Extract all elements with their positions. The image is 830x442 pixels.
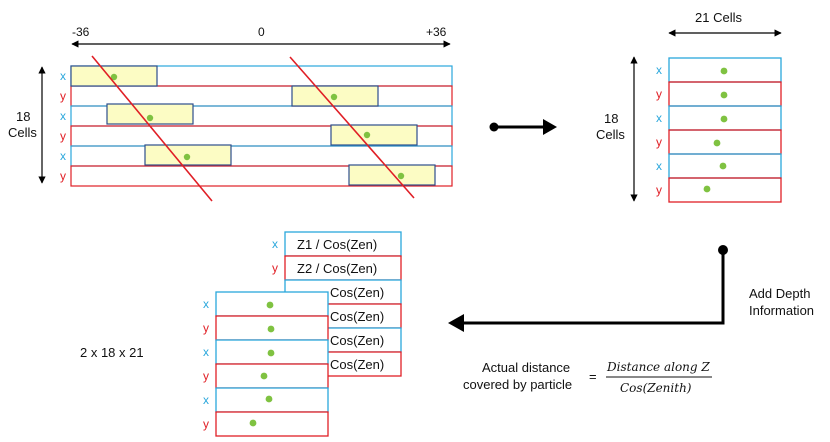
row-label-x: x bbox=[60, 149, 66, 163]
grid-row-x-3 bbox=[70, 145, 453, 167]
row-label-x: x bbox=[656, 159, 662, 173]
formula-lhs-line1: Actual distance bbox=[482, 360, 570, 375]
hit-dot bbox=[720, 91, 728, 99]
row-label-x: x bbox=[656, 111, 662, 125]
axis-label-right: +36 bbox=[426, 25, 447, 39]
add-depth-label-line2: Information bbox=[749, 303, 814, 318]
input-grid: -36 0 +36 18 Cells x y x y x y bbox=[8, 25, 453, 202]
particle-track-line bbox=[91, 55, 213, 202]
elbow-left-arrow-icon bbox=[448, 245, 728, 332]
hit-dot bbox=[183, 153, 191, 161]
row-label-y: y bbox=[60, 129, 66, 143]
hit-dot bbox=[720, 67, 728, 75]
hit-box bbox=[348, 164, 436, 186]
grid-row-y-1 bbox=[70, 85, 453, 107]
hit-dot bbox=[397, 172, 405, 180]
width-label: 21 Cells bbox=[695, 10, 742, 25]
hit-dot bbox=[110, 73, 118, 81]
depth-front-stack: x y x y x y bbox=[203, 291, 329, 437]
depth-cell-label: Cos(Zen) bbox=[330, 309, 384, 324]
row-label-x: x bbox=[60, 109, 66, 123]
depth-cell-label: Cos(Zen) bbox=[330, 285, 384, 300]
dimension-label: 2 x 18 x 21 bbox=[80, 345, 144, 360]
grid-row-y-1 bbox=[284, 255, 402, 281]
row-label-y: y bbox=[656, 87, 662, 101]
row-label-y: y bbox=[656, 135, 662, 149]
row-label-y: y bbox=[272, 261, 278, 275]
particle-track-line bbox=[289, 56, 415, 199]
row-label-y: y bbox=[203, 321, 209, 335]
row-label-y: y bbox=[60, 89, 66, 103]
hit-dot bbox=[249, 419, 257, 427]
hit-dot bbox=[146, 114, 154, 122]
cells-label-word: Cells bbox=[596, 127, 625, 142]
formula-numerator: Distance along Z bbox=[606, 360, 710, 374]
compressed-grid: 21 Cells 18 Cells x y x y x y bbox=[596, 10, 782, 203]
hit-dot bbox=[720, 115, 728, 123]
right-arrow-icon bbox=[489, 119, 557, 135]
distance-formula: Actual distance covered by particle = Di… bbox=[463, 360, 712, 395]
formula-equals: = bbox=[589, 369, 597, 384]
grid-row-y-3 bbox=[668, 177, 782, 203]
cells-label-word: Cells bbox=[8, 125, 37, 140]
formula-lhs-line2: covered by particle bbox=[463, 377, 572, 392]
row-label-x: x bbox=[656, 63, 662, 77]
formula-denominator: Cos(Zenith) bbox=[620, 381, 692, 395]
depth-cell-label: Cos(Zen) bbox=[330, 357, 384, 372]
grid-row-y-3 bbox=[215, 411, 329, 437]
add-depth-label-line1: Add Depth bbox=[749, 286, 810, 301]
cells-label-number: 18 bbox=[604, 111, 618, 126]
row-label-y: y bbox=[203, 369, 209, 383]
row-label-y: y bbox=[60, 169, 66, 183]
row-label-x: x bbox=[203, 345, 209, 359]
hit-dot bbox=[265, 395, 273, 403]
hit-box bbox=[330, 124, 418, 146]
depth-cell-label: Cos(Zen) bbox=[330, 333, 384, 348]
cells-label-number: 18 bbox=[16, 109, 30, 124]
grid-row-x-1 bbox=[284, 231, 402, 257]
row-label-x: x bbox=[60, 69, 66, 83]
row-label-x: x bbox=[272, 237, 278, 251]
grid-row-y-2 bbox=[215, 363, 329, 389]
axis-label-mid: 0 bbox=[258, 25, 265, 39]
grid-row-y-3 bbox=[70, 165, 453, 187]
depth-cell-label: Z2 / Cos(Zen) bbox=[297, 261, 377, 276]
hit-dot bbox=[713, 139, 721, 147]
row-label-x: x bbox=[203, 297, 209, 311]
hit-dot bbox=[330, 93, 338, 101]
hit-dot bbox=[363, 131, 371, 139]
hit-dot bbox=[267, 325, 275, 333]
hit-dot bbox=[267, 349, 275, 357]
depth-cell-label: Z1 / Cos(Zen) bbox=[297, 237, 377, 252]
hit-dot bbox=[266, 301, 274, 309]
hit-box bbox=[106, 103, 194, 125]
row-label-y: y bbox=[656, 183, 662, 197]
row-label-x: x bbox=[203, 393, 209, 407]
grid-row-y-2 bbox=[668, 129, 782, 155]
axis-label-left: -36 bbox=[72, 25, 90, 39]
hit-dot bbox=[703, 185, 711, 193]
row-label-y: y bbox=[203, 417, 209, 431]
hit-dot bbox=[260, 372, 268, 380]
hit-dot bbox=[719, 162, 727, 170]
